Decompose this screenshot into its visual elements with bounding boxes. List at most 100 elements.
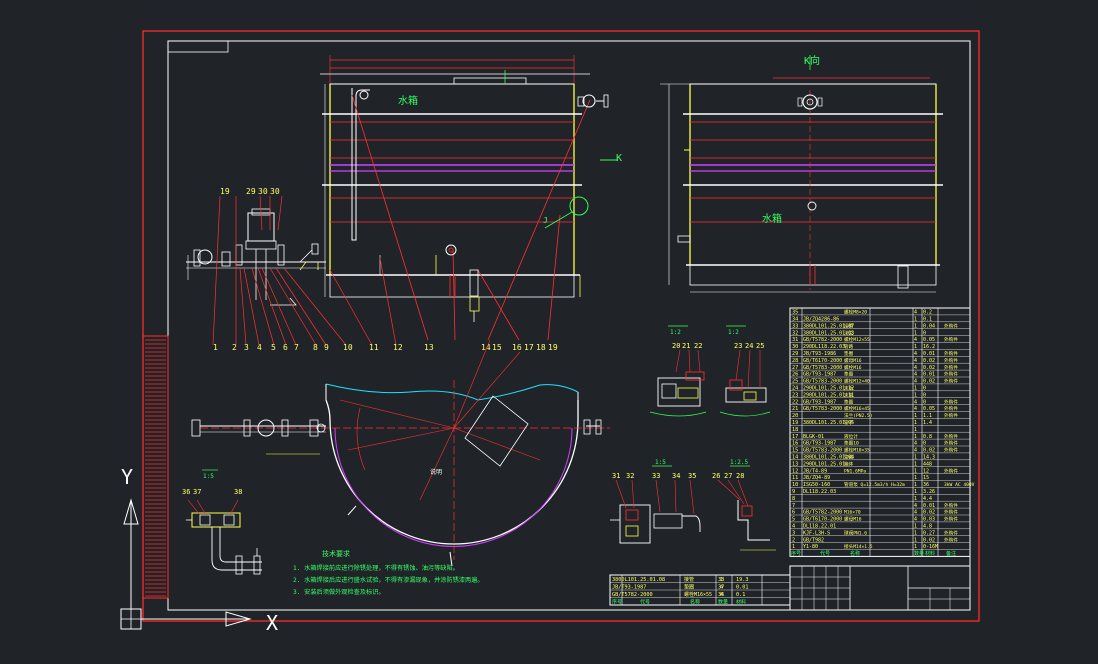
bom-row-note: 外购件 (944, 536, 958, 543)
balloon-label: 4 (257, 343, 262, 352)
bom-row-qty: 1 (914, 455, 917, 461)
bom-row-code: GB/T5782-2000 (803, 510, 842, 516)
bom-header-cell: 数量 (914, 550, 924, 557)
bom-bottom-qty: 4 (720, 585, 723, 591)
bom-row-note: 外购件 (944, 502, 958, 509)
bom-row-mat: 4.8 (923, 524, 932, 530)
side-view-title: 水箱 (762, 212, 782, 225)
bom-row-mat: 0.02 (923, 379, 935, 385)
bom-row-mat: 0 (923, 330, 926, 336)
bom-row-qty: 4 (914, 441, 917, 447)
bom-row-qty: 4 (914, 448, 917, 454)
bom-row-qty: 1 (914, 386, 917, 392)
bom-row-note: 外购件 (944, 398, 958, 405)
bom-row-qty: 4 (914, 517, 917, 523)
detail-balloon: 28 (736, 472, 744, 480)
bom-row-no: 6 (792, 510, 795, 516)
bom-row-no: 17 (792, 434, 798, 440)
bom-row-no: 25 (792, 379, 798, 385)
bom-bottom-header-cell: 数量 (718, 599, 728, 606)
bom-row-qty: 4 (914, 399, 917, 405)
bom-bottom-mat: 0.1 (736, 592, 745, 598)
notes-line-1: 1. 水箱焊接前应进行除锈处理，不得有锈蚀、油污等缺陷。 (293, 564, 459, 572)
detail-scale: 1:2.5 (730, 459, 748, 466)
bom-row-no: 8 (792, 496, 795, 502)
balloon-label: 16 (512, 343, 522, 352)
bom-row-qty: 4 (914, 310, 917, 316)
bom-row-name: 支板 (844, 385, 854, 392)
bom-row-name: 螺栓M12×40 (844, 378, 870, 385)
bom-row-qty: 1 (914, 544, 917, 550)
balloon-label: 12 (393, 343, 403, 352)
bom-row-name: 箱体 (844, 460, 854, 467)
bom-row-code: 380DL101.25.01-03 (803, 330, 854, 336)
bom-row-name: 螺栓M12×55 (844, 336, 870, 343)
bom-row-no: 28 (792, 358, 798, 364)
detail-view-4 (717, 465, 776, 551)
balloon-label: 29 (246, 187, 256, 196)
bom-row-code: JB/ZQ4286-86 (803, 317, 839, 323)
bom-row-code: BLGK-01 (803, 434, 824, 440)
bom-row-mat: 14.3 (923, 455, 935, 461)
bom-bottom-header-cell: 序号 (612, 599, 622, 606)
bom-row-no: 13 (792, 461, 798, 467)
detail-balloon: 32 (626, 472, 634, 480)
bom-row-mat: 0-16M (923, 544, 938, 550)
bom-row-note: 外购件 (944, 467, 958, 474)
bom-bottom-header-cell: 代号 (640, 599, 650, 606)
bom-row-no: 1 (792, 544, 795, 550)
bom-row-name: 垫圈 (844, 350, 854, 357)
balloon-label: 3 (244, 343, 249, 352)
bom-row-note: 外购件 (944, 336, 958, 343)
front-view (320, 55, 618, 341)
bom-row-name: 球阀PN1.6 (844, 529, 867, 536)
detail-balloon: 34 (672, 472, 680, 480)
bom-row-mat: 0 (923, 399, 926, 405)
balloon-label: 14 (481, 343, 491, 352)
bom-bottom-header-cell: 材料 (736, 599, 746, 606)
bom-row-note: 外购件 (944, 378, 958, 385)
bom-row-mat: 0.8 (923, 434, 932, 440)
bom-row-note: 外购件 (944, 529, 958, 536)
bom-row-code: 290DL101.25.01-11 (803, 392, 854, 398)
bom-row-no: 11 (792, 475, 798, 481)
balloon-label: 30 (258, 187, 268, 196)
bom-row-qty: 1 (914, 537, 917, 543)
balloon-label: 8 (313, 343, 318, 352)
bom-row-name: 支架 (844, 391, 854, 398)
bom-row-mat: 0.05 (923, 406, 935, 412)
bom-row-mat: 3.26 (923, 489, 935, 495)
bom-row-no: 2 (792, 537, 795, 543)
bom-row-note: 3kW AC 400V (944, 482, 975, 488)
detail-balloon: 36 (182, 488, 190, 496)
bom-bottom-qty: 1 (720, 577, 723, 583)
bom-row-mat: 0.01 (923, 503, 935, 509)
front-view-title: 水箱 (398, 94, 418, 107)
detail-balloon: 24 (745, 342, 753, 350)
bom-row-no: 10 (792, 482, 798, 488)
bom-row-code: 290DL101.25.01 (803, 461, 845, 467)
bom-row-qty: 1 (914, 489, 917, 495)
bom-row-qty: 4 (914, 372, 917, 378)
axis-x-label: X (266, 611, 278, 635)
bom-row-code: 380DL101.25.01.07 (803, 323, 854, 329)
bom-row-note: 外购件 (944, 371, 958, 378)
detail-balloon: 27 (724, 472, 732, 480)
bom-row-no: 33 (792, 323, 798, 329)
bom-row-name: 垫圈 (844, 371, 854, 378)
bom-row-qty: 1 (914, 330, 917, 336)
bom-bottom-mat: 19.3 (736, 577, 749, 583)
bom-row-no: 19 (792, 420, 798, 426)
bom-row-code: GB/T6170-2000 (803, 517, 842, 523)
bom-bottom-no: 37 (718, 585, 724, 591)
bom-row-code: GB/T5783-2000 (803, 448, 842, 454)
bom-row-name: 管路 (844, 343, 854, 350)
bom-row-qty: 4 (914, 406, 917, 412)
bom-row-code: JB/T4-89 (803, 468, 827, 474)
technical-notes: 技术要求 1. 水箱焊接前应进行除锈处理，不得有锈蚀、油污等缺陷。 2. 水箱焊… (293, 549, 484, 596)
